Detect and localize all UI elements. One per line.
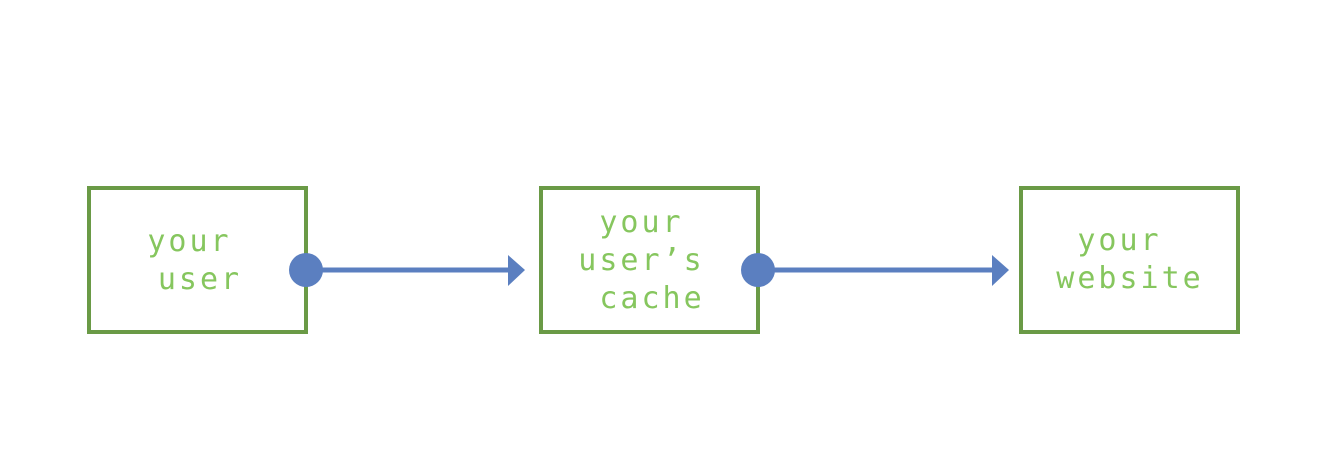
edge-cache-to-website-start-dot [741, 253, 775, 287]
edge-user-to-cache [289, 253, 525, 287]
node-cache: your user’s cache [539, 186, 760, 334]
edge-user-to-cache-start-dot [289, 253, 323, 287]
node-website-line-2: website [1056, 261, 1203, 296]
node-website-line-1: your [1077, 223, 1161, 258]
edge-user-to-cache-arrowhead [508, 255, 525, 286]
node-user: your user [87, 186, 308, 334]
node-website-label: your website [1056, 223, 1203, 296]
node-website-box [1019, 186, 1240, 334]
node-user-label: your user [147, 224, 252, 297]
node-cache-line-1: your [599, 205, 683, 240]
node-cache-line-2: user’s [578, 243, 704, 278]
node-cache-line-3: cache [599, 281, 704, 316]
node-user-line-2: user [158, 262, 242, 297]
node-cache-label: your user’s cache [578, 205, 725, 316]
node-user-line-1: your [147, 224, 231, 259]
node-cache-box [539, 186, 760, 334]
node-user-box [87, 186, 308, 334]
edge-cache-to-website-arrowhead [992, 255, 1009, 286]
edge-cache-to-website [741, 253, 1009, 287]
node-website: your website [1019, 186, 1240, 334]
